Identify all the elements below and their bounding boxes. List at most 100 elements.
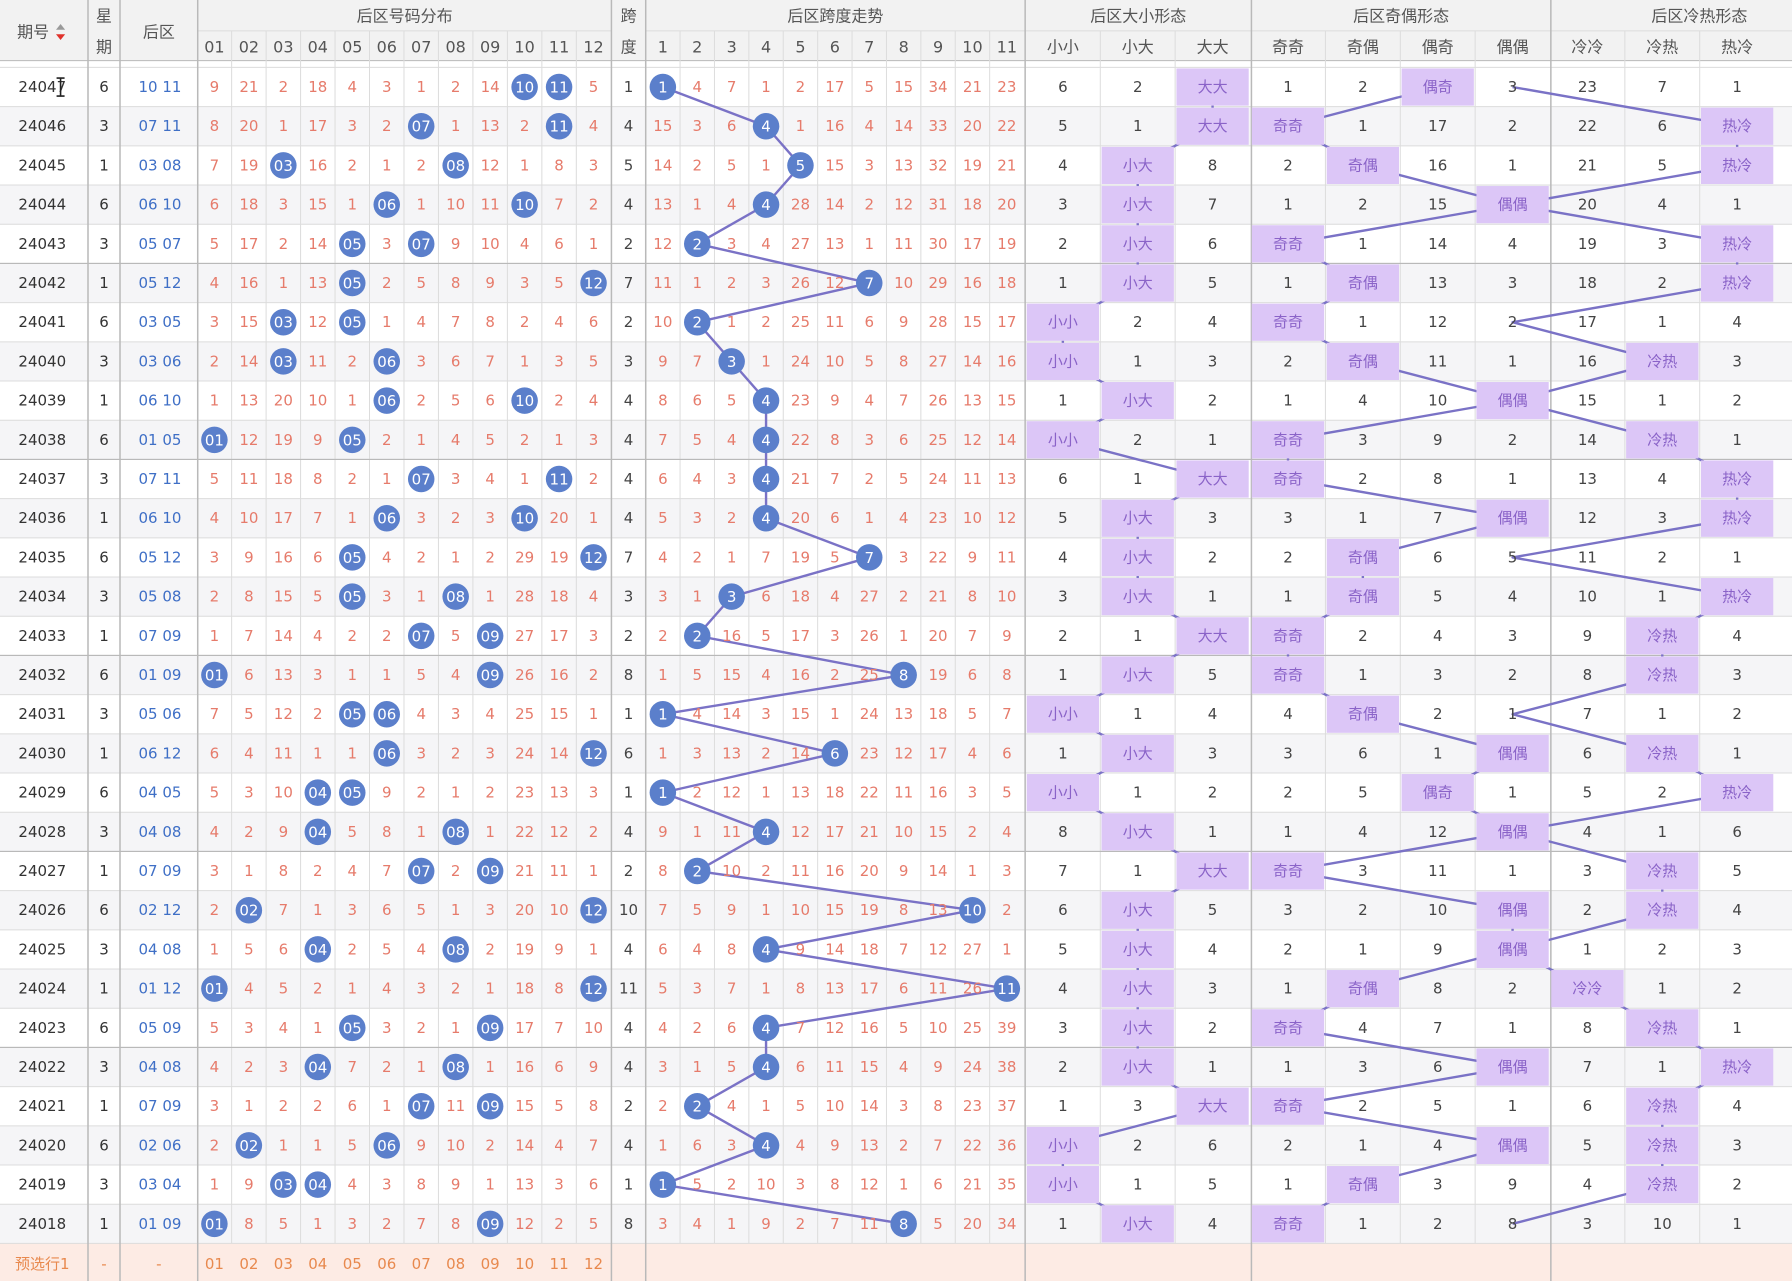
preselect-number[interactable]: 07 — [412, 1255, 431, 1273]
size-form-value: 大大 — [1198, 627, 1228, 645]
span-miss-count: 4 — [796, 1136, 806, 1154]
back-zone-numbers-link[interactable]: 03 05 — [139, 313, 182, 331]
back-zone-numbers-link[interactable]: 05 12 — [139, 274, 182, 292]
preselect-number[interactable]: 04 — [308, 1255, 327, 1273]
back-zone-numbers-link[interactable]: 01 09 — [139, 1215, 182, 1233]
back-zone-numbers-link[interactable]: 06 10 — [139, 392, 182, 410]
preselect-number[interactable]: 05 — [343, 1255, 362, 1273]
back-zone-numbers-link[interactable]: 07 09 — [139, 1097, 182, 1115]
back-zone-numbers-link[interactable]: 06 10 — [139, 509, 182, 527]
size-form-miss: 1 — [1208, 823, 1218, 841]
back-zone-numbers-link[interactable]: 05 12 — [139, 548, 182, 566]
preselect-number[interactable]: 09 — [481, 1255, 500, 1273]
preselect-number[interactable]: 06 — [377, 1255, 396, 1273]
size-form-miss: 6 — [1208, 1136, 1218, 1154]
back-zone-numbers-link[interactable]: 01 05 — [139, 431, 182, 449]
preselect-number[interactable]: 12 — [584, 1255, 603, 1273]
column-header-parity-form: 偶偶 — [1497, 37, 1529, 56]
span-miss-count: 8 — [1002, 666, 1012, 684]
back-zone-numbers-link[interactable]: 06 10 — [139, 196, 182, 214]
back-zone-numbers-link[interactable]: 04 08 — [139, 823, 182, 841]
period-number: 24042 — [18, 274, 66, 292]
back-zone-numbers-link[interactable]: 10 11 — [139, 78, 182, 96]
hot-cold-form-miss: 2 — [1732, 392, 1742, 410]
size-form-miss: 4 — [1058, 980, 1068, 998]
sort-desc-icon[interactable] — [56, 34, 66, 40]
back-zone-numbers-link[interactable]: 07 11 — [139, 470, 182, 488]
sort-asc-icon[interactable] — [56, 24, 66, 30]
miss-count: 9 — [244, 548, 254, 566]
back-zone-numbers-link[interactable]: 05 08 — [139, 588, 182, 606]
back-zone-numbers-link[interactable]: 04 08 — [139, 940, 182, 958]
preselect-number[interactable]: 01 — [205, 1255, 224, 1273]
span-miss-count: 3 — [692, 980, 702, 998]
period-number: 24020 — [18, 1136, 66, 1154]
parity-form-miss: 3 — [1433, 1176, 1443, 1194]
back-zone-numbers-link[interactable]: 05 07 — [139, 235, 182, 253]
span-miss-count: 15 — [722, 666, 741, 684]
back-zone-numbers-link[interactable]: 07 09 — [139, 627, 182, 645]
miss-count: 2 — [279, 235, 289, 253]
back-zone-numbers-link[interactable]: 05 09 — [139, 1019, 182, 1037]
preselect-row-label[interactable]: 预选行1 — [15, 1255, 70, 1273]
preselect-number[interactable]: 08 — [446, 1255, 465, 1273]
back-zone-numbers-link[interactable]: 04 05 — [139, 784, 182, 802]
back-zone-numbers-link[interactable]: 05 06 — [139, 705, 182, 723]
back-zone-numbers-link[interactable]: 07 09 — [139, 862, 182, 880]
preselect-number[interactable]: 02 — [239, 1255, 258, 1273]
column-header-number: 03 — [273, 37, 293, 56]
back-zone-numbers-link[interactable]: 03 06 — [139, 352, 182, 370]
back-zone-numbers-link[interactable]: 02 12 — [139, 901, 182, 919]
back-zone-numbers-link[interactable]: 04 08 — [139, 1058, 182, 1076]
miss-count: 1 — [244, 1097, 254, 1115]
back-zone-numbers-link[interactable]: 01 09 — [139, 666, 182, 684]
span-miss-count: 9 — [830, 1136, 840, 1154]
back-zone-numbers-link[interactable]: 03 08 — [139, 156, 182, 174]
miss-count: 6 — [313, 548, 323, 566]
preselect-number[interactable]: 11 — [550, 1255, 569, 1273]
preselect-number[interactable]: 10 — [515, 1255, 534, 1273]
size-form-highlight — [1101, 734, 1174, 773]
back-zone-numbers-link[interactable]: 03 04 — [139, 1176, 182, 1194]
back-zone-numbers-link[interactable]: 02 06 — [139, 1136, 182, 1154]
period-number: 24018 — [18, 1215, 66, 1233]
back-zone-numbers-link[interactable]: 06 12 — [139, 744, 182, 762]
miss-count: 4 — [589, 588, 599, 606]
size-form-highlight — [1101, 264, 1174, 302]
sort-column-header[interactable]: 期号 — [17, 23, 66, 42]
back-zone-numbers-link[interactable]: 01 12 — [139, 980, 182, 998]
back-zone-numbers-link[interactable]: 07 11 — [139, 117, 182, 135]
miss-count: 5 — [244, 940, 254, 958]
preselect-number[interactable]: 03 — [274, 1255, 293, 1273]
